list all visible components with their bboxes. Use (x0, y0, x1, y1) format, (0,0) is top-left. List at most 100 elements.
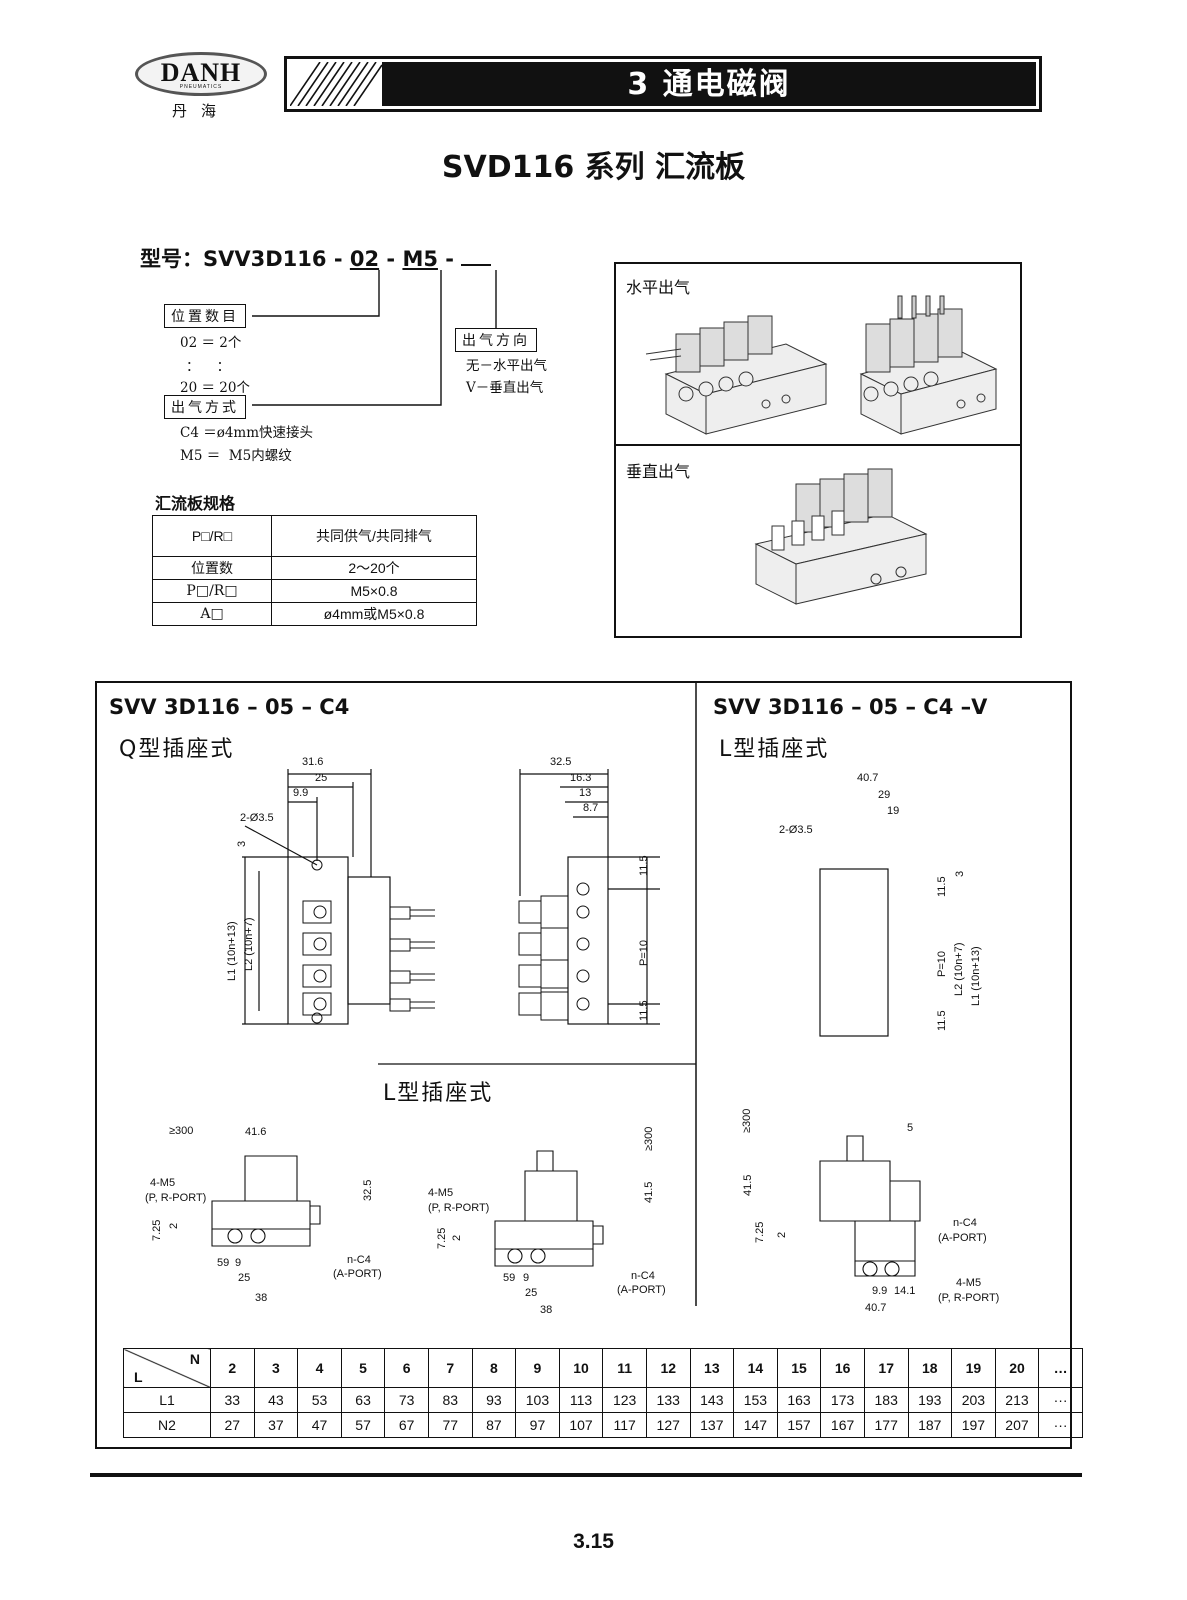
drawing-outline (494, 1249, 594, 1267)
table-cell: 163 (776, 1387, 822, 1413)
table-cell: 63 (340, 1387, 386, 1413)
dimension-label-dpr: (P, R-PORT) (938, 1292, 999, 1304)
dimension-label-d115: 11.5 (638, 1000, 650, 1021)
dimension-label-d99: 9.9 (872, 1285, 887, 1297)
port-hole (250, 1228, 266, 1244)
dimension-label-d115: 11.5 (638, 855, 650, 876)
picture-divider (616, 444, 1020, 446)
dimension-label-dap: (A-PORT) (617, 1284, 666, 1296)
drawing-outline (211, 1229, 311, 1247)
model-code-leader-lines (252, 270, 497, 406)
dimension-label-d99: 9.9 (293, 787, 308, 799)
dimension-label-d300: ≥300 (643, 1127, 655, 1151)
dimension-label-d2: 2 (168, 1223, 180, 1229)
section-title: 3 通电磁阀 (627, 67, 791, 102)
n-value: 2 (210, 1348, 255, 1388)
dimension-label-dL2: L2 (10n+7) (953, 942, 965, 996)
n-value: 15 (776, 1348, 822, 1388)
drawing-outline (819, 1160, 891, 1222)
dimension-label-d25: 25 (315, 772, 327, 784)
vertical-manifold-illustration (754, 468, 928, 605)
spec-cell: 2～20个 (271, 556, 477, 580)
middle-drawing-subtitle: L型插座式 (383, 1081, 494, 1106)
drawing-outline (524, 1170, 578, 1222)
model-code-line: 型号：SVV3D116 - 02 - M5 - (140, 243, 492, 273)
dimension-label-dP10: P=10 (638, 940, 650, 966)
dimension-label-d2035: 2-Ø3.5 (779, 824, 813, 836)
table-cell: 137 (689, 1412, 735, 1438)
dimension-label-dap: (A-PORT) (938, 1232, 987, 1244)
table-cell: 187 (907, 1412, 953, 1438)
drawing-outline (310, 1205, 321, 1225)
dimension-label-d59: 59 (217, 1257, 229, 1269)
dimension-label-dnc4: n-C4 (631, 1270, 655, 1282)
port-hole (862, 1261, 878, 1277)
table-cell: 213 (994, 1387, 1040, 1413)
spec-row: 位置数 2～20个 (152, 556, 477, 580)
dimension-label-d19: 19 (887, 805, 899, 817)
table-cell: ··· (1038, 1387, 1083, 1413)
spec-cell: P□/R□ (152, 579, 272, 603)
n-value: 19 (951, 1348, 996, 1388)
model-code-direction-blank (461, 246, 492, 266)
dimension-label-d415: 41.5 (742, 1175, 754, 1196)
dimension-label-dL1: L1 (10n+13) (226, 921, 238, 981)
dimension-label-d5: 5 (907, 1122, 913, 1134)
n-value: 5 (340, 1348, 386, 1388)
left-drawing-subtitle: Q型插座式 (119, 737, 235, 762)
logo-subtitle: PNEUMATICS (179, 84, 223, 90)
dimension-label-dP10: P=10 (936, 951, 948, 977)
spec-cell: 位置数 (152, 556, 272, 580)
outlet-method-note-2: M5 ＝ M5内螺纹 (180, 448, 292, 464)
table-cell: 113 (558, 1387, 604, 1413)
n-value: 14 (733, 1348, 778, 1388)
dimension-label-d163: 16.3 (570, 772, 591, 784)
dimension-label-d3: 3 (236, 841, 248, 847)
drawing-outline (846, 1135, 864, 1162)
length-table-row-n2: N2 27 37 47 57 67 77 87 97 107 117 127 1… (123, 1412, 1083, 1438)
row-label: N2 (123, 1412, 211, 1438)
model-code-positions: 02 (349, 247, 380, 271)
corner-l-label: L (134, 1369, 143, 1385)
logo-text: DANH (160, 58, 242, 87)
dimension-label-d316: 31.6 (302, 756, 323, 768)
brand-logo: DANH PNEUMATICS 丹海 (135, 52, 270, 122)
right-drawing-subtitle: L型插座式 (719, 737, 830, 762)
table-cell: 127 (645, 1412, 691, 1438)
horizontal-manifold-illustration (645, 295, 998, 435)
direction-tag: 出气方向 (455, 328, 537, 352)
length-table-row-l1: L1 33 43 53 63 73 83 93 103 113 123 133 … (123, 1387, 1083, 1413)
horizontal-outlet-label: 水平出气 (626, 278, 691, 297)
n-value: 17 (863, 1348, 909, 1388)
port-hole (507, 1248, 523, 1264)
drawing-outline (854, 1220, 916, 1262)
table-cell: 37 (253, 1412, 299, 1438)
table-cell: 203 (951, 1387, 996, 1413)
product-pictures-box: 水平出气 垂直出气 (614, 262, 1022, 638)
n-value: 18 (907, 1348, 953, 1388)
drawing-outline (211, 1200, 311, 1230)
n-value: 12 (645, 1348, 691, 1388)
table-cell: 67 (384, 1412, 429, 1438)
drawing-outline (593, 1225, 604, 1245)
table-cell: 177 (863, 1412, 909, 1438)
spec-cell: A□ (152, 602, 272, 626)
dimension-label-dpr: (P, R-PORT) (145, 1192, 206, 1204)
dimension-label-d725: 7.25 (436, 1228, 448, 1249)
table-cell: 47 (297, 1412, 342, 1438)
corner-cell: N L (123, 1348, 211, 1388)
dimension-label-d25: 25 (525, 1287, 537, 1299)
port-hole (884, 1261, 900, 1277)
spec-row: P□/R□ M5×0.8 (152, 579, 477, 603)
n-value: 8 (471, 1348, 517, 1388)
length-table: N L 2 3 4 5 6 7 8 9 10 11 12 13 14 15 16… (123, 1348, 1083, 1438)
corner-n-label: N (189, 1351, 200, 1367)
model-sep-1: - (379, 247, 403, 271)
dimension-label-d2: 2 (776, 1232, 788, 1238)
table-cell: 77 (427, 1412, 473, 1438)
outlet-method-note-1: C4 ＝ø4mm快速接头 (180, 425, 314, 441)
table-cell: 43 (253, 1387, 299, 1413)
drawing-outline (244, 1155, 298, 1202)
dimension-label-dnc4: n-C4 (953, 1217, 977, 1229)
dimension-label-d300: ≥300 (741, 1109, 753, 1133)
